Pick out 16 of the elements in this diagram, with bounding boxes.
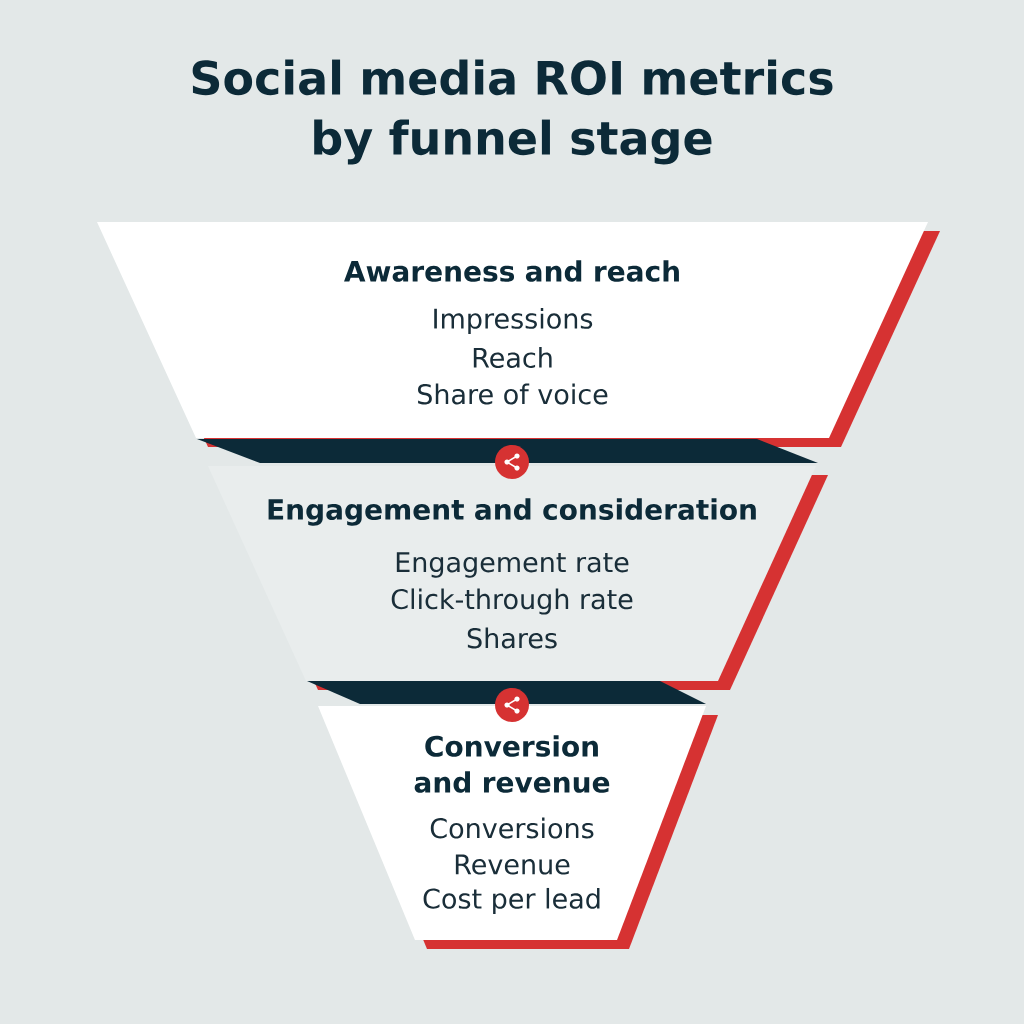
funnel-stage <box>318 706 718 949</box>
title: Social media ROI metrics by funnel stage <box>192 59 833 165</box>
metric-text: Click-through rate <box>391 588 633 615</box>
metric-text: Cost per lead <box>423 887 600 915</box>
funnel-stage <box>97 222 940 463</box>
metric-text: Shares <box>467 627 557 649</box>
metric-text: Share of voice <box>418 383 608 405</box>
metric-text: Impressions <box>434 307 593 335</box>
metric-text: Conversions <box>430 817 594 839</box>
stage-heading: Awareness and reach <box>344 260 679 282</box>
stage-heading: Conversion and revenue <box>414 735 610 793</box>
funnel-stage <box>208 466 828 704</box>
stage-heading: Engagement and consideration <box>268 498 756 526</box>
metric-text: Engagement rate <box>396 552 629 578</box>
metric-text: Revenue <box>455 854 570 875</box>
metric-text: Reach <box>473 347 552 368</box>
